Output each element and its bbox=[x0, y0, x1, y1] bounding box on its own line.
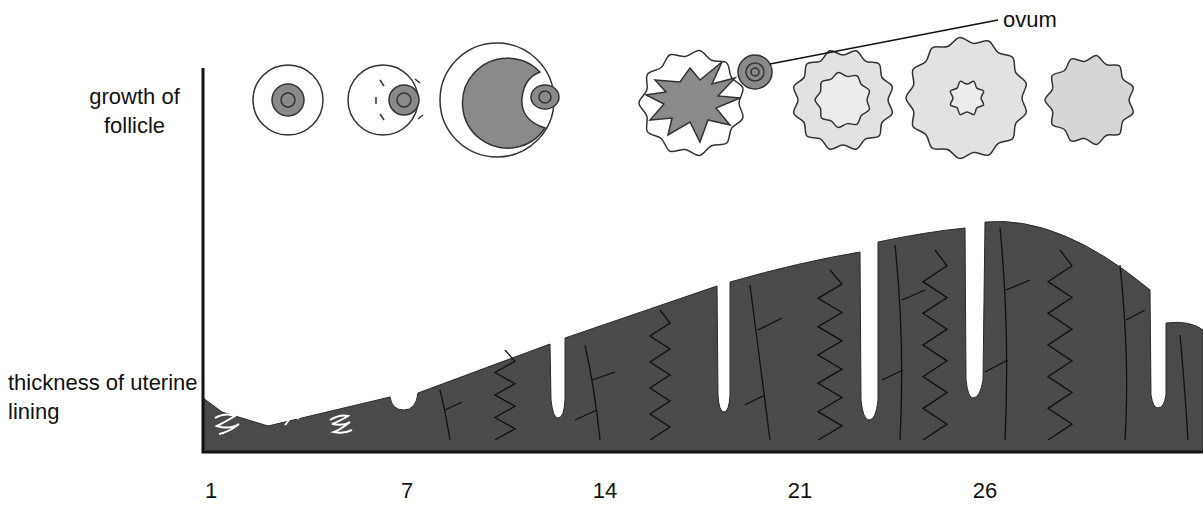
nucleus bbox=[397, 93, 411, 107]
callout-label: ovum bbox=[1003, 5, 1057, 34]
corpus-luteum bbox=[794, 51, 893, 150]
gland-lines bbox=[215, 228, 1188, 440]
gland-line bbox=[818, 270, 842, 440]
corpus-luteum-core bbox=[950, 81, 983, 114]
gland-line bbox=[745, 285, 782, 440]
ruptured-follicle bbox=[639, 50, 743, 155]
gland-line bbox=[985, 228, 1030, 440]
secondary-follicle bbox=[348, 65, 418, 135]
granulosa-dash bbox=[415, 79, 420, 83]
gland-line bbox=[440, 390, 462, 440]
oocyte bbox=[531, 85, 559, 109]
oocyte bbox=[272, 84, 304, 116]
corpus-luteum-core bbox=[815, 72, 869, 127]
gland-line bbox=[285, 407, 299, 425]
gland-line bbox=[1048, 250, 1072, 440]
granulosa-dash bbox=[380, 114, 384, 120]
gland-line bbox=[215, 414, 239, 434]
day-number: 21 bbox=[788, 476, 812, 505]
granulosa-dash bbox=[375, 97, 377, 104]
gland-line bbox=[1120, 265, 1145, 440]
gland-line bbox=[495, 350, 515, 440]
gland-line bbox=[882, 245, 925, 440]
uterine-lining bbox=[203, 221, 1203, 452]
day-number: 26 bbox=[973, 476, 997, 505]
primary-follicle bbox=[253, 65, 323, 135]
oocyte bbox=[389, 85, 419, 115]
gland-line bbox=[330, 416, 352, 433]
corpus-luteum bbox=[906, 37, 1026, 158]
ovum-membrane bbox=[746, 63, 764, 81]
gland-line bbox=[923, 250, 947, 440]
day-number: 7 bbox=[401, 476, 413, 505]
granulosa-dash bbox=[418, 115, 423, 119]
follicle-series bbox=[253, 37, 1133, 158]
nucleus bbox=[751, 68, 759, 76]
granulosa-dash bbox=[380, 80, 384, 86]
day-number: 14 bbox=[593, 476, 617, 505]
day-number: 1 bbox=[205, 476, 217, 505]
corpus-albicans bbox=[1045, 55, 1133, 144]
axis-label: growth of follicle bbox=[72, 82, 197, 140]
nucleus bbox=[539, 91, 551, 103]
ovum-cell bbox=[738, 55, 772, 89]
leader-line bbox=[770, 20, 998, 64]
axis-label: thickness of uterine lining bbox=[8, 368, 198, 426]
gland-line bbox=[650, 310, 670, 440]
gland-line bbox=[1180, 335, 1188, 440]
gland-line bbox=[575, 345, 615, 440]
ruptured-antrum bbox=[646, 62, 740, 142]
nucleus bbox=[281, 93, 295, 107]
